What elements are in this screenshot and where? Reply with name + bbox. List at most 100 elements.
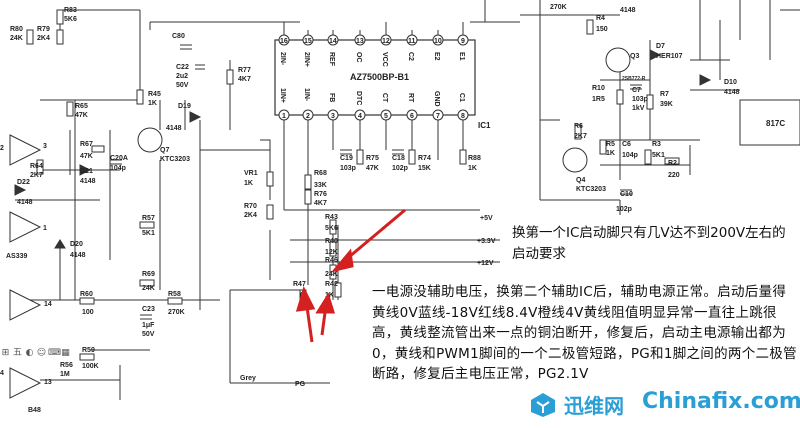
label-r46: R46: [325, 257, 338, 264]
ic1-pin-name: VCC: [381, 52, 388, 67]
ic1-pin-7: 7: [436, 113, 440, 120]
red-arrows: [295, 208, 406, 343]
ic1-pin-name: E2: [433, 52, 440, 61]
value-c10: 102p: [616, 206, 632, 213]
ic1-pin-name: 1IN-: [303, 88, 310, 102]
net-grey: Grey: [240, 375, 256, 382]
label-r65: R65: [75, 103, 88, 110]
value-r79: 2K4: [37, 35, 50, 42]
ic1-part-number: AZ7500BP-B1: [350, 72, 409, 82]
rail-3v3: +3.3V: [477, 238, 496, 245]
value-q4: KTC3203: [576, 186, 606, 193]
value-r43: 5K6: [325, 225, 338, 232]
arrow-head: [330, 248, 354, 273]
value-q3: 2SB772-R: [622, 76, 646, 82]
label-r56: R56: [60, 362, 73, 369]
label-top-partial: 270K: [550, 4, 567, 11]
label-q3: Q3: [630, 53, 639, 60]
value-r77: 4K7: [238, 76, 251, 83]
watermark: 迅维网 Chinafix.com: [520, 384, 800, 428]
label-c80: C80: [172, 33, 185, 40]
watermark-english: Chinafix.com: [642, 389, 800, 414]
ic1-pin-name: 2IN+: [303, 52, 310, 67]
value-r6: 2K7: [574, 133, 587, 140]
toolbar-icon[interactable]: ⌨: [48, 348, 61, 358]
label-d22: D22: [17, 179, 30, 186]
label-817c: 817C: [766, 119, 785, 128]
comparator-pins: 3 2 1 14 4 13: [0, 143, 52, 386]
value-d22: 4148: [17, 199, 33, 206]
ic1-pin-11: 11: [408, 38, 416, 45]
ic1-pin-name: C2: [407, 52, 414, 61]
value-r58: 270K: [168, 309, 185, 316]
label-c20a: C20A: [110, 155, 128, 162]
value-d7: HER107: [656, 53, 683, 60]
component-symbols: [14, 9, 712, 361]
ic1-pin-15: 15: [304, 38, 312, 45]
arrow-head: [315, 292, 336, 314]
value-r59: 100K: [82, 363, 99, 370]
arrow-to-r46: [342, 208, 406, 264]
value-d20: 4148: [70, 252, 86, 259]
label-c6: C6: [622, 141, 631, 148]
value-q7: KTC3203: [160, 156, 190, 163]
ic1-pin-2: 2: [306, 113, 310, 120]
value-r56: 1M: [60, 371, 70, 378]
label-r42: R42: [325, 281, 338, 288]
value-r88: 1K: [468, 165, 477, 172]
ic1-pin-10: 10: [434, 38, 442, 45]
ic1-pin-12: 12: [382, 38, 390, 45]
ic1-pin-1: 1: [282, 113, 286, 120]
label-r59: R59: [82, 347, 95, 354]
label-r57: R57: [142, 215, 155, 222]
net-pg: PG: [295, 381, 306, 388]
value-c22: 2u2: [176, 73, 188, 80]
ic1-pin-name: C1: [458, 93, 465, 102]
ic1-pin-name: FB: [328, 93, 335, 102]
comparators: [9, 134, 42, 399]
annotation-note-2: 一电源没辅助电压，换第二个辅助IC后，辅助电源正常。启动后量得黄线0V蓝线-18…: [372, 284, 797, 382]
value-r10: 1R5: [592, 96, 605, 103]
comparator-pin-label: 1: [43, 225, 47, 232]
ic1-pin-6: 6: [410, 113, 414, 120]
label-r4: R4: [596, 15, 605, 22]
toolbar-icon[interactable]: ⊞: [1, 348, 10, 358]
value-r80: 24K: [10, 35, 23, 42]
value-d10: 4148: [724, 89, 740, 96]
ic1-pins: 16 15 14 13 12 11 10 9 2IN- 2IN+ REF OC …: [278, 34, 469, 121]
value-r65: 47K: [75, 112, 88, 119]
watermark-chinese: 迅维网: [564, 394, 624, 418]
label-r6: R6: [574, 123, 583, 130]
label-q7: Q7: [160, 147, 169, 154]
label-as339: AS339: [6, 253, 28, 260]
rail-5v: +5V: [480, 215, 493, 222]
label-r74: R74: [418, 155, 431, 162]
label-r5: R5: [606, 141, 615, 148]
label-r64: R64: [30, 163, 43, 170]
value-r68: 33K: [314, 182, 327, 189]
value-c20a: 104p: [110, 165, 126, 172]
label-r2: R2: [668, 160, 677, 167]
label-r83: R83: [64, 7, 77, 14]
comparator-pin-label: 14: [44, 301, 52, 308]
label-r45: R45: [148, 91, 161, 98]
ic1-pin-name: 2IN-: [279, 52, 286, 66]
value-r76: 4K7: [314, 200, 327, 207]
value-r57: 5K1: [142, 230, 155, 237]
ic1-pin-14: 14: [329, 38, 337, 45]
ic1-pin-name: GND: [433, 91, 440, 107]
toolbar-icon[interactable]: 五: [12, 348, 22, 358]
comparator-pin-label: 4: [0, 370, 4, 377]
ic1-pin-4: 4: [358, 113, 362, 120]
toolbar-icon[interactable]: ▦: [61, 348, 70, 358]
toolbar-icon[interactable]: ◐: [25, 348, 34, 358]
ic1-pin-13: 13: [356, 38, 364, 45]
label-r67: R67: [80, 141, 93, 148]
label-r70: R70: [244, 203, 257, 210]
ic1-pin-name: E1: [458, 52, 465, 61]
value-r60: 100: [82, 309, 94, 316]
value-r40: 12K: [325, 249, 338, 256]
toolbar-icon[interactable]: ☺: [36, 348, 47, 358]
value-r70: 2K4: [244, 212, 257, 219]
label-c23: C23: [142, 306, 155, 313]
